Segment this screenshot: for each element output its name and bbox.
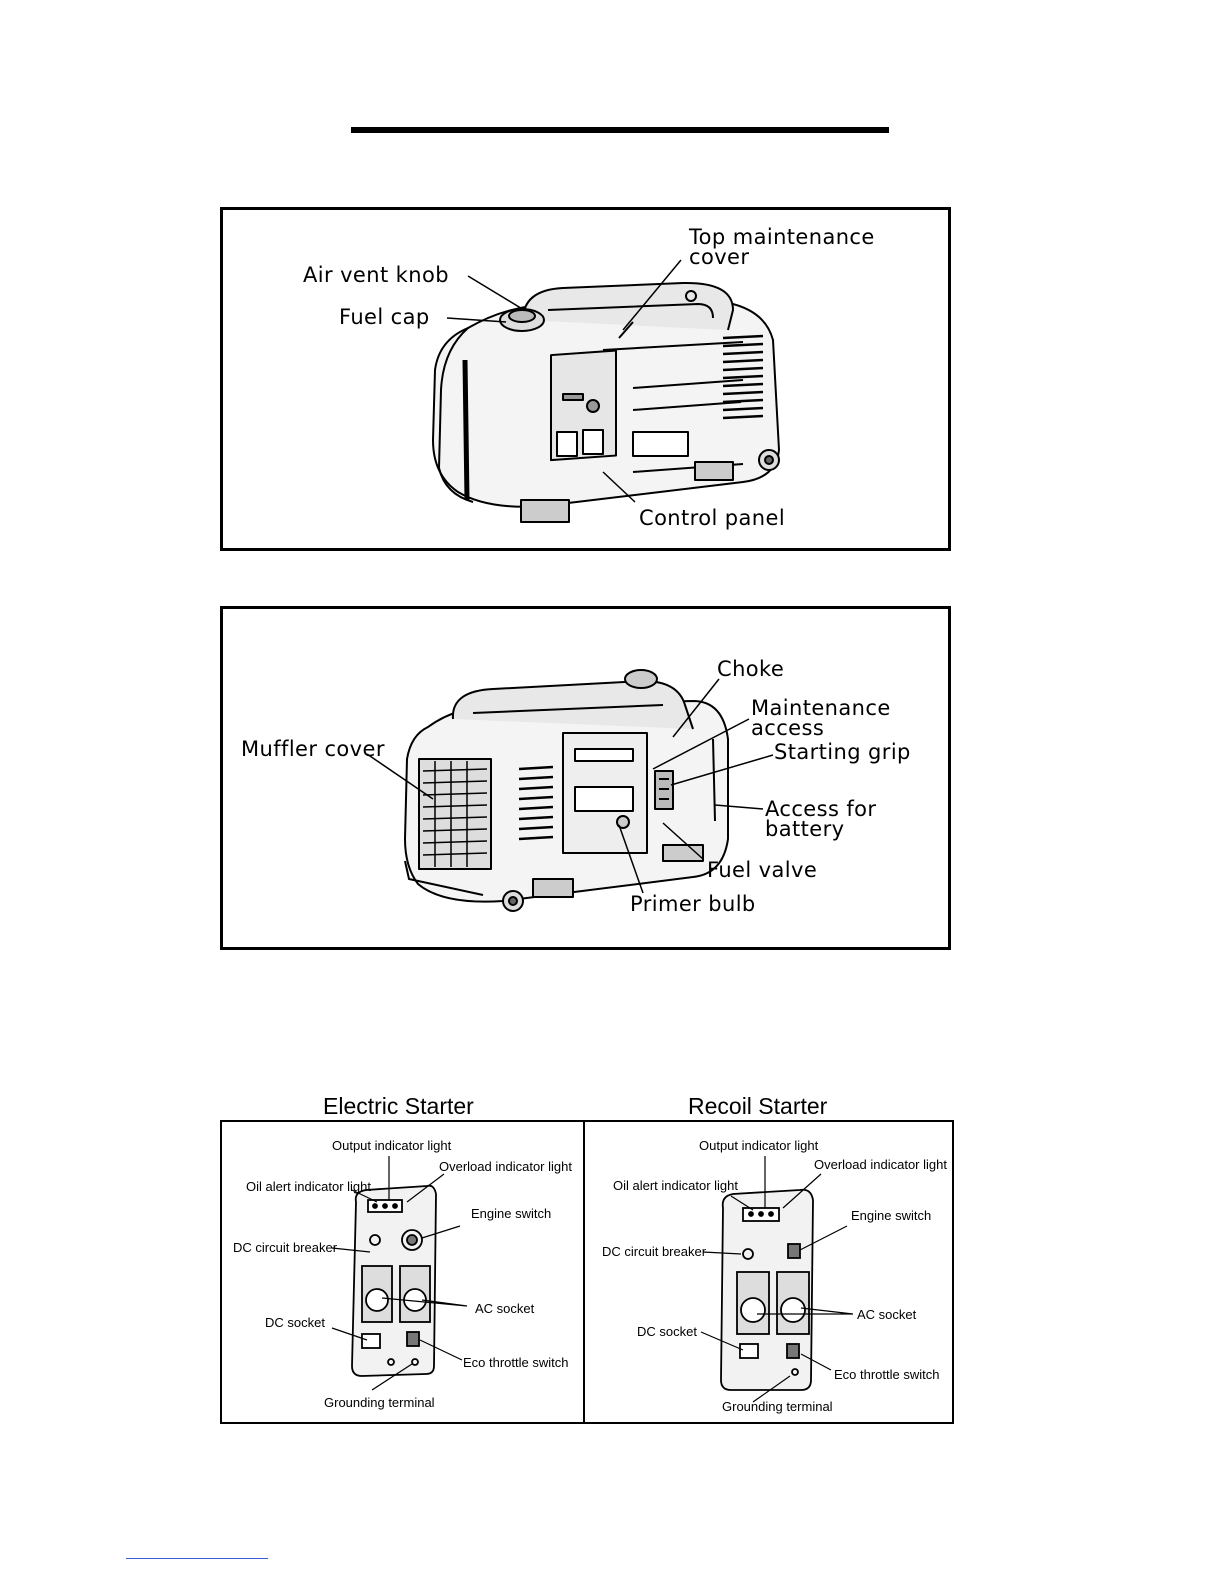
- r-dc-socket: DC socket: [637, 1324, 697, 1339]
- e-ac-socket: AC socket: [475, 1301, 535, 1316]
- e-eco-throttle-switch: Eco throttle switch: [463, 1355, 569, 1370]
- r-output-indicator-light: Output indicator light: [699, 1138, 819, 1153]
- label-primer-bulb: Primer bulb: [630, 892, 756, 916]
- r-oil-alert-indicator-light: Oil alert indicator light: [613, 1178, 738, 1193]
- r-eco-throttle-switch: Eco throttle switch: [834, 1367, 940, 1382]
- r-grounding-terminal: Grounding terminal: [722, 1399, 833, 1414]
- label-fuel-valve: Fuel valve: [707, 858, 818, 882]
- recoil-starter-title: Recoil Starter: [688, 1093, 828, 1119]
- electric-starter-title: Electric Starter: [323, 1093, 474, 1119]
- r-overload-indicator-light: Overload indicator light: [814, 1157, 947, 1172]
- e-oil-alert-indicator-light: Oil alert indicator light: [246, 1179, 371, 1194]
- e-engine-switch: Engine switch: [471, 1206, 552, 1221]
- r-ac-socket: AC socket: [857, 1307, 917, 1322]
- e-dc-circuit-breaker: DC circuit breaker: [233, 1240, 338, 1255]
- recoil-panel-drawing: [700, 1156, 854, 1403]
- title-rule: [351, 127, 889, 133]
- footer-link-underline: [126, 1558, 268, 1559]
- label-top-maintenance-cover: Top maintenance cover: [689, 225, 875, 269]
- e-dc-socket: DC socket: [265, 1315, 325, 1330]
- label-access-for-battery: Access for battery: [765, 797, 877, 841]
- r-dc-circuit-breaker: DC circuit breaker: [602, 1244, 707, 1259]
- label-air-vent-knob: Air vent knob: [303, 263, 449, 287]
- recoil-starter-cell: Output indicator light Overload indicato…: [585, 1122, 952, 1422]
- label-fuel-cap: Fuel cap: [339, 305, 430, 329]
- e-output-indicator-light: Output indicator light: [332, 1138, 452, 1153]
- e-grounding-terminal: Grounding terminal: [324, 1395, 435, 1410]
- r-engine-switch: Engine switch: [851, 1208, 932, 1223]
- control-panel-table: Output indicator light Overload indicato…: [220, 1120, 954, 1424]
- generator-front-drawing: [432, 259, 780, 523]
- label-muffler-cover: Muffler cover: [241, 737, 385, 761]
- label-starting-grip: Starting grip: [774, 740, 911, 764]
- generator-rear-drawing: [366, 669, 774, 912]
- label-choke: Choke: [717, 657, 785, 681]
- e-overload-indicator-light: Overload indicator light: [439, 1159, 572, 1174]
- label-control-panel: Control panel: [639, 506, 786, 530]
- figure-rear-view: Choke Maintenance access Starting grip M…: [220, 606, 951, 950]
- electric-starter-cell: Output indicator light Overload indicato…: [222, 1122, 583, 1422]
- electric-panel-drawing: [331, 1156, 468, 1391]
- figure-front-view: Air vent knob Fuel cap Top maintenance c…: [220, 207, 951, 551]
- label-maintenance-access: Maintenance access: [751, 696, 891, 740]
- table-divider: [583, 1122, 585, 1422]
